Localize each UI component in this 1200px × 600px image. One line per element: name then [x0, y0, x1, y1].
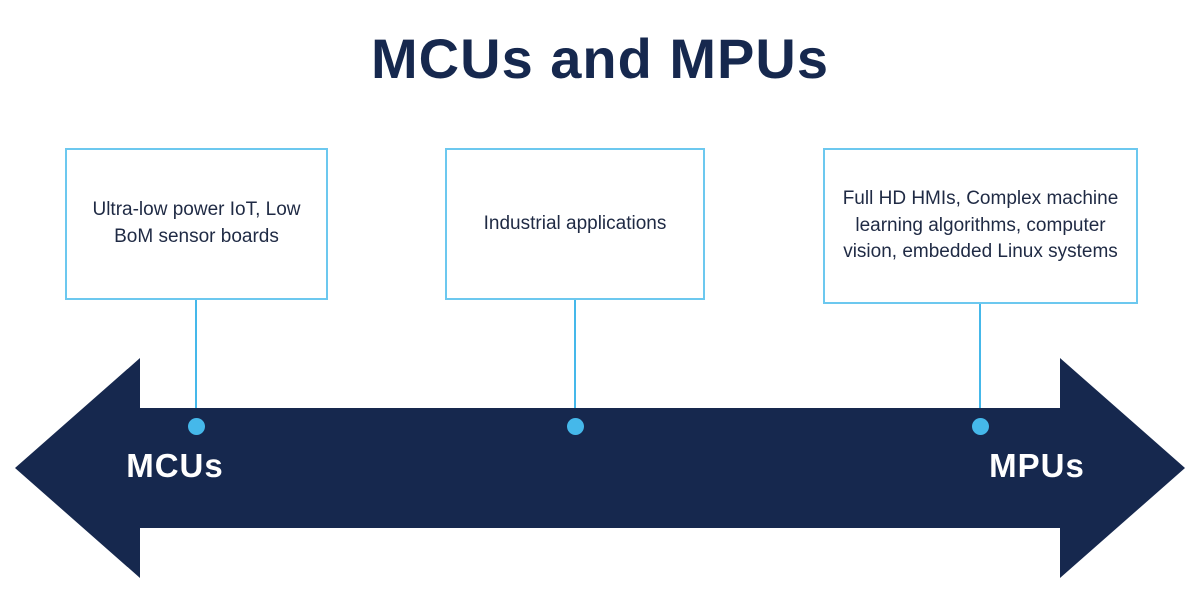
callout-box-industrial: Industrial applications	[445, 148, 705, 300]
connector-line-mpu	[979, 304, 981, 426]
arrow-label-mcus: MCUs	[126, 447, 224, 484]
diagram-title: MCUs and MPUs	[371, 27, 829, 90]
double-arrow-shape	[15, 358, 1185, 578]
connector-line-mcu	[195, 300, 197, 426]
arrow-label-mpus: MPUs	[989, 447, 1085, 484]
connector-dot-industrial	[567, 418, 584, 435]
callout-box-mpu: Full HD HMIs, Complex machine learning a…	[823, 148, 1138, 304]
callout-text-mcu: Ultra-low power IoT, Low BoM sensor boar…	[92, 199, 301, 247]
connector-line-industrial	[574, 300, 576, 426]
connector-dot-mcu	[188, 418, 205, 435]
callout-box-mcu: Ultra-low power IoT, Low BoM sensor boar…	[65, 148, 328, 300]
connector-dot-mpu	[972, 418, 989, 435]
callout-text-industrial: Industrial applications	[483, 212, 667, 234]
callout-text-mpu: Full HD HMIs, Complex machine learning a…	[842, 188, 1119, 263]
